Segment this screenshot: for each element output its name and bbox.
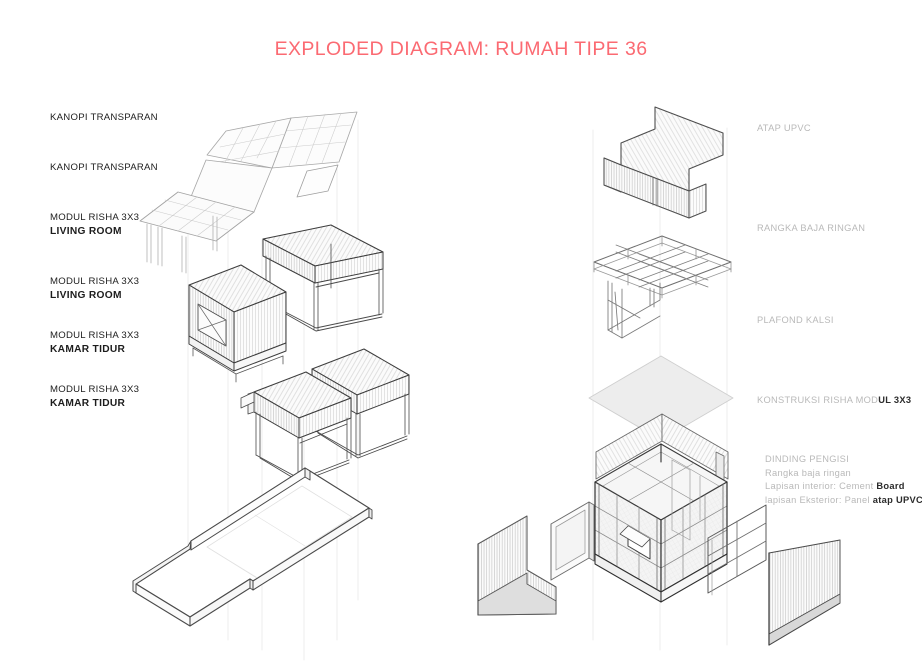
label-line-emphasis: UL 3X3 [878, 395, 912, 405]
label-line: lapisan Eksterior: Panel [765, 494, 873, 505]
label-sub: KAMAR TIDUR [50, 397, 126, 409]
wall-panel-far-right [768, 539, 841, 646]
label-dinding-pengisi: DINDING PENGISI Rangka baja ringan Lapis… [765, 453, 922, 507]
upvc-roof-panel [603, 106, 724, 219]
label-line-row: Lapisan interior: Cement Board [765, 480, 922, 494]
risha-module-living-room-a [262, 224, 384, 332]
label-kanopi-transparan-1: KANOPI TRANSPARAN [50, 111, 158, 125]
transparent-canopy-lower [139, 159, 273, 274]
label-modul-living-room-1: MODUL RISHA 3X3 LIVING ROOM [50, 211, 139, 238]
label-line: PLAFOND KALSI [757, 315, 834, 325]
label-line-row: lapisan Eksterior: Panel atap UPVC [765, 494, 922, 508]
label-main: MODUL RISHA 3X3 [50, 212, 140, 223]
label-rangka-baja-ringan: RANGKA BAJA RINGAN [757, 222, 865, 236]
wall-panel-mid [550, 501, 595, 581]
page-title: EXPLODED DIAGRAM: RUMAH TIPE 36 [274, 38, 648, 60]
label-main: KANOPI TRANSPARAN [50, 112, 158, 123]
risha-structural-core [594, 413, 729, 603]
label-main: MODUL RISHA 3X3 [50, 330, 140, 341]
label-main: KANOPI TRANSPARAN [50, 162, 158, 173]
wall-panel-front-left [477, 515, 557, 616]
label-line: Lapisan interior: Cement [765, 481, 877, 491]
transparent-canopy-upper [206, 111, 358, 198]
label-plafond-kalsi: PLAFOND KALSI [757, 314, 834, 328]
light-steel-truss-frame [593, 235, 732, 339]
label-line: ATAP UPVC [757, 123, 811, 133]
risha-module-living-room-b [188, 264, 287, 383]
label-line: DINDING PENGISI [765, 454, 850, 464]
label-modul-kamar-tidur-2: MODUL RISHA 3X3 KAMAR TIDUR [50, 383, 139, 410]
risha-module-bedroom-b [240, 371, 352, 483]
label-line-emphasis: Board [876, 481, 905, 491]
label-sub: LIVING ROOM [50, 289, 122, 301]
label-main: MODUL RISHA 3X3 [50, 276, 140, 287]
label-line-emphasis: atap UPVC [872, 494, 922, 505]
label-modul-kamar-tidur-1: MODUL RISHA 3X3 KAMAR TIDUR [50, 329, 139, 356]
label-modul-living-room-2: MODUL RISHA 3X3 LIVING ROOM [50, 275, 139, 302]
label-konstruksi-risha-modul: KONSTRUKSI RISHA MODUL 3X3 [757, 394, 911, 408]
label-main: MODUL RISHA 3X3 [50, 384, 140, 395]
wall-panel-right [707, 504, 767, 596]
foundation-slab [132, 467, 373, 627]
label-sub: KAMAR TIDUR [50, 343, 126, 355]
label-line: Rangka baja ringan [765, 467, 852, 478]
label-line: RANGKA BAJA RINGAN [757, 223, 866, 233]
label-line: KONSTRUKSI RISHA MOD [757, 395, 879, 405]
label-sub: LIVING ROOM [50, 225, 122, 237]
label-kanopi-transparan-2: KANOPI TRANSPARAN [50, 161, 158, 175]
label-atap-upvc: ATAP UPVC [757, 122, 811, 136]
